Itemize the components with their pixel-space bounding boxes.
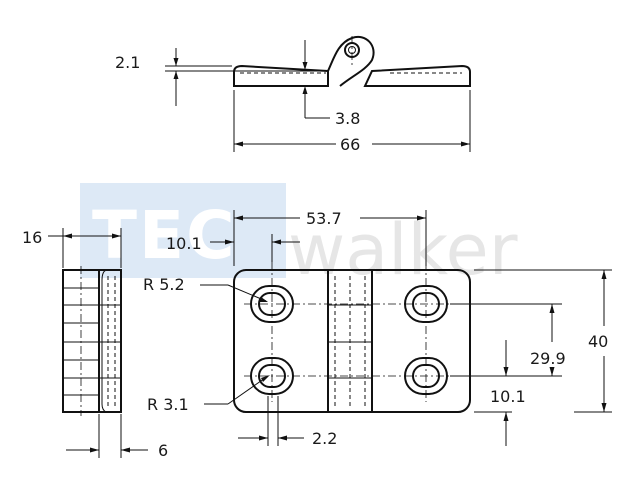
arrow-icon xyxy=(225,239,234,245)
arrow-icon xyxy=(601,403,607,412)
dim-overall-width: 66 xyxy=(340,135,360,154)
arrow-icon xyxy=(173,71,179,79)
arrow-icon xyxy=(503,367,509,376)
watermark-box xyxy=(80,183,286,278)
arrow-icon xyxy=(173,58,179,66)
top-view-left-leaf xyxy=(233,64,329,87)
watermark-walker: walker xyxy=(288,209,518,291)
dim-overall-height: 40 xyxy=(588,332,608,351)
arrow-icon xyxy=(259,297,268,302)
dim-side-width: 16 xyxy=(22,228,42,247)
arrow-icon xyxy=(63,233,72,239)
side-view: 16 6 xyxy=(22,228,168,460)
dim-hole-offset-x: 10.1 xyxy=(166,234,202,253)
arrow-icon xyxy=(234,141,243,147)
arrow-icon xyxy=(503,412,509,421)
arrow-icon xyxy=(417,215,426,221)
dim-large-radius: R 5.2 xyxy=(143,275,185,294)
dim-small-radius: R 3.1 xyxy=(147,395,189,414)
arrow-icon xyxy=(90,447,99,453)
dim-hole-spacing-y: 29.9 xyxy=(530,349,566,368)
side-view-curve xyxy=(101,269,107,413)
dim-top-offset: 3.8 xyxy=(335,109,360,128)
dim-hole-offset-y: 10.1 xyxy=(490,387,526,406)
arrow-icon xyxy=(549,367,555,376)
arrow-icon xyxy=(121,447,130,453)
dim-slot-length: 2.2 xyxy=(312,429,337,448)
arrow-icon xyxy=(549,304,555,313)
dim-hole-spacing-x: 53.7 xyxy=(306,209,342,228)
arrow-icon xyxy=(461,141,470,147)
dim-side-thickness: 6 xyxy=(158,441,168,460)
top-view-knuckle xyxy=(327,35,375,87)
arrow-icon xyxy=(302,86,308,94)
top-view-right-leaf xyxy=(363,64,471,87)
arrow-icon xyxy=(272,239,281,245)
arrow-icon xyxy=(278,435,287,441)
leader-line xyxy=(227,375,269,405)
arrow-icon xyxy=(259,435,268,441)
arrow-icon xyxy=(302,62,308,70)
leader-line xyxy=(227,284,267,302)
arrow-icon xyxy=(234,215,243,221)
top-view: 2.1 3.8 66 xyxy=(115,35,471,154)
arrow-icon xyxy=(112,233,121,239)
arrow-icon xyxy=(601,270,607,279)
front-view-outline xyxy=(233,269,471,413)
side-view-outline xyxy=(62,269,122,413)
front-view: 53.7 10.1 R 5.2 R 3.1 2.2 29.9 xyxy=(143,209,612,448)
dim-top-thickness: 2.1 xyxy=(115,53,140,72)
watermark: TEC walker xyxy=(80,183,518,291)
arrow-icon xyxy=(261,375,270,382)
